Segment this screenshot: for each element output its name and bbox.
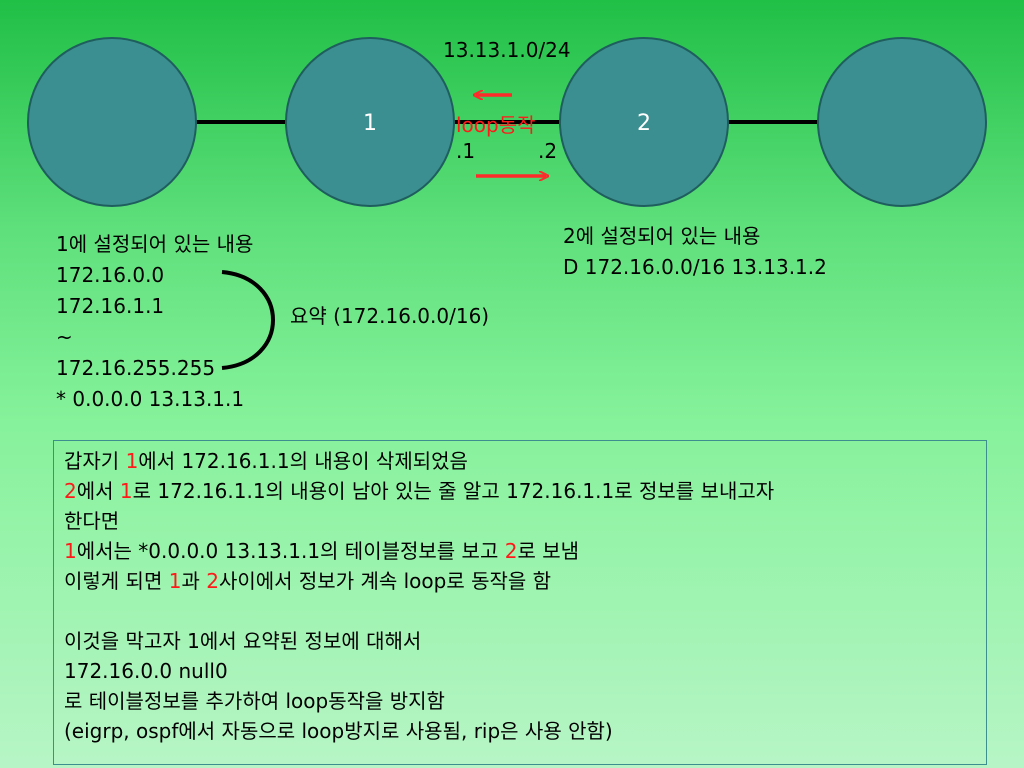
note-line-6: 이것을 막고자 1에서 요약된 정보에 대해서 [64, 629, 422, 653]
r1-config-line: 172.16.0.0 [56, 263, 165, 287]
r1-config-line: ~ [56, 325, 73, 349]
note-text: 에서 [76, 479, 120, 503]
note-blank-line [64, 596, 976, 626]
note-text: 로 보냄 [517, 539, 580, 563]
node-router-2 [559, 37, 729, 207]
note-number: 2 [64, 479, 77, 503]
node-left [27, 37, 197, 207]
note-text: 로 172.16.1.1의 내용이 남아 있는 줄 알고 172.16.1.1로… [132, 479, 775, 503]
note-line-9: (eigrp, ospf에서 자동으로 loop방지로 사용됨, rip은 사용… [64, 719, 613, 743]
node-router-1 [285, 37, 455, 207]
note-line-2: 2에서 1로 172.16.1.1의 내용이 남아 있는 줄 알고 172.16… [64, 476, 976, 506]
r1-config-title: 1에 설정되어 있는 내용 [56, 232, 254, 256]
note-text: 에서는 *0.0.0.0 13.13.1.1의 테이블정보를 보고 [76, 539, 505, 563]
note-number: 1 [168, 569, 182, 593]
note-line-8: 로 테이블정보를 추가하여 loop동작을 방지함 [64, 689, 445, 713]
r2-config-route: D 172.16.0.0/16 13.13.1.2 [563, 255, 827, 279]
node-label-r1: 1 [363, 111, 377, 136]
note-number: 1 [125, 449, 139, 473]
note-line-7: 172.16.0.0 null0 [64, 659, 228, 683]
r1-config-line: 172.16.255.255 [56, 356, 216, 380]
note-line-5: 이렇게 되면 1과 2사이에서 정보가 계속 loop로 동작을 함 [64, 566, 976, 596]
node-right [817, 37, 987, 207]
explanation-box: 갑자기 1에서 172.16.1.1의 내용이 삭제되었음 2에서 1로 172… [53, 440, 987, 765]
note-number: 1 [119, 479, 133, 503]
summary-label: 요약 (172.16.0.0/16) [290, 304, 490, 328]
note-number: 2 [504, 539, 518, 563]
note-text: 이렇게 되면 [64, 569, 169, 593]
note-text: 과 [181, 569, 207, 593]
node-label-r2: 2 [637, 111, 651, 136]
network-diagram: 1 2 [27, 37, 987, 370]
note-text: 에서 172.16.1.1의 내용이 삭제되었음 [138, 449, 468, 473]
ip-r1: .1 [456, 139, 476, 163]
r2-config: 2에 설정되어 있는 내용 D 172.16.0.0/16 13.13.1.2 [563, 221, 827, 283]
ip-r2: .2 [538, 139, 558, 163]
summary-bracket [221, 270, 275, 370]
r1-config-line: * 0.0.0.0 13.13.1.1 [56, 387, 245, 411]
note-line-4: 1에서는 *0.0.0.0 13.13.1.1의 테이블정보를 보고 2로 보냄 [64, 536, 976, 566]
network-label: 13.13.1.0/24 [443, 38, 571, 62]
note-number: 1 [64, 539, 77, 563]
note-number: 2 [206, 569, 219, 593]
note-text: 사이에서 정보가 계속 loop로 동작을 함 [218, 569, 552, 593]
note-line-1: 갑자기 1에서 172.16.1.1의 내용이 삭제되었음 [64, 446, 976, 476]
r1-config: 1에 설정되어 있는 내용 172.16.0.0 172.16.1.1 ~ 17… [56, 229, 253, 415]
note-text: 갑자기 [64, 449, 126, 473]
r2-config-title: 2에 설정되어 있는 내용 [563, 224, 761, 248]
r1-config-line: 172.16.1.1 [56, 294, 165, 318]
note-line-3: 한다면 [64, 509, 120, 533]
loop-label: loop동작 [456, 113, 536, 137]
